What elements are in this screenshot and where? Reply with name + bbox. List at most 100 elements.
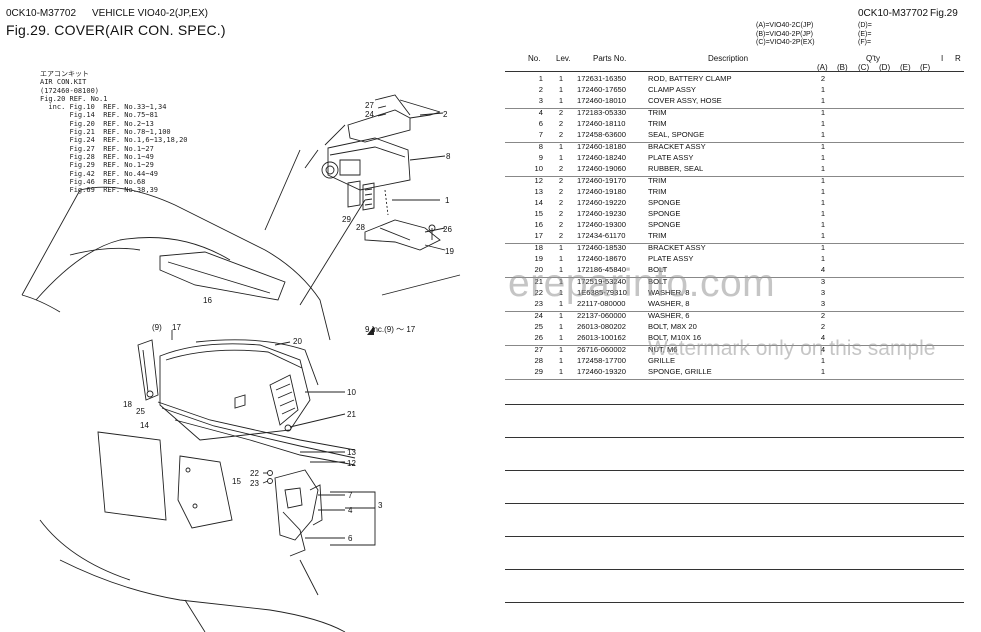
description: SPONGE, GRILLE [648,367,712,376]
part-number-index: 7 [538,130,543,139]
parts-no: 172460-19180 [577,187,626,196]
qty-a: 1 [820,356,826,365]
variant-b: (B)=VIO40-2P(JP) [756,30,813,38]
label-6: 6 [348,534,353,543]
description: BOLT, M10X 16 [648,333,702,342]
variant-legend-2: (D)= (E)= (F)= [858,22,872,48]
qty-a: 1 [820,153,826,162]
label-3: 3 [378,501,383,510]
label-29: 29 [342,215,351,224]
qty-col-b: (B) [837,63,848,72]
level: 2 [558,187,564,196]
description: TRIM [648,231,667,240]
qty-col-f: (F) [920,63,931,72]
part-number-index: 12 [534,176,543,185]
variant-d: (D)= [858,22,872,29]
level: 2 [558,164,564,173]
part-number-index: 16 [534,220,543,229]
level: 2 [558,209,564,218]
label-22: 22 [250,469,259,478]
parts-no: 26716-060002 [577,345,626,354]
col-lev: Lev. [556,54,571,63]
part-number-index: 24 [534,311,543,320]
level: 1 [558,367,564,376]
label-9: (9) [152,323,162,332]
part-number-index: 20 [534,265,543,274]
kit-note-line: Fig.42 REF. No.44~49 [40,169,159,178]
kit-note-line: Fig.14 REF. No.75~81 [40,111,159,120]
label-18: 18 [123,400,132,409]
ruled-line [505,437,964,438]
parts-no: 172458-17700 [577,356,626,365]
qty-col-c: (C) [858,63,870,72]
description: BRACKET ASSY [648,142,706,151]
part-number-index: 15 [534,209,543,218]
level: 1 [558,243,564,252]
description: BOLT [648,277,668,286]
col-description: Description [708,54,749,63]
kit-note-line: Fig.21 REF. No.78~1,100 [40,128,171,137]
parts-no: 172460-19320 [577,367,626,376]
label-17: 17 [172,323,181,332]
part-number-index: 6 [538,119,543,128]
level: 1 [558,85,564,94]
description: TRIM [648,187,667,196]
label-4: 4 [348,506,353,515]
group-rule [505,344,964,346]
description: TRIM [648,119,667,128]
level: 1 [558,74,564,83]
qty-a: 3 [820,277,826,286]
kit-note-line: Fig.20 REF. No.1 [40,94,108,103]
qty-a: 1 [820,198,826,207]
part-number-index: 4 [538,108,543,117]
qty-a: 1 [820,254,826,263]
parts-no: 172460-19300 [577,220,626,229]
kit-note-line: Fig.29 REF. No.1~29 [40,161,154,170]
label-21: 21 [347,410,356,419]
qty-a: 4 [820,345,826,354]
qty-a: 3 [820,299,826,308]
description: TRIM [648,176,667,185]
level: 1 [558,277,564,286]
part-number-index: 25 [534,322,543,331]
label-1: 1 [445,196,450,205]
level: 1 [558,288,564,297]
description: WASHER, 6 [648,311,690,320]
label-19: 19 [445,247,454,256]
parts-no: 172460-19060 [577,164,626,173]
label-10: 10 [347,388,356,397]
description: RUBBER, SEAL [648,164,704,173]
level: 2 [558,220,564,229]
parts-no: 172460-17650 [577,85,626,94]
label-8: 8 [446,152,451,161]
part-number-index: 3 [538,96,543,105]
qty-a: 1 [820,85,826,94]
level: 2 [558,231,564,240]
part-number-index: 18 [534,243,543,252]
part-number-index: 29 [534,367,543,376]
label-25: 25 [136,407,145,416]
kit-note-line: Fig.24 REF. No.1,6~13,18,20 [40,136,188,145]
col-i: I [941,54,944,63]
qty-a: 4 [820,265,826,274]
parts-no: 1E6385-79310 [577,288,627,297]
parts-no: 172186-45840 [577,265,626,274]
doc-code-left: 0CK10-M37702 [6,8,77,19]
level: 2 [558,119,564,128]
qty-col-e: (E) [900,63,911,72]
variant-f: (F)= [858,39,872,46]
parts-no: 172460-19230 [577,209,626,218]
label-26: 26 [443,225,452,234]
parts-no: 172460-19220 [577,198,626,207]
